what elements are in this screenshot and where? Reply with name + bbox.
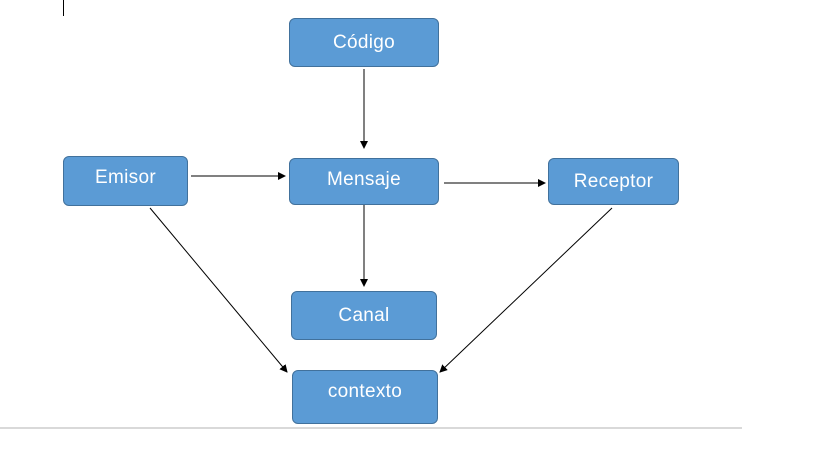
node-contexto: contexto xyxy=(292,370,438,424)
node-mensaje: Mensaje xyxy=(289,158,439,205)
node-emisor: Emisor xyxy=(63,156,188,206)
node-receptor: Receptor xyxy=(548,158,679,205)
node-canal: Canal xyxy=(291,291,437,340)
node-codigo: Código xyxy=(289,18,439,67)
page-bottom-divider xyxy=(0,427,742,429)
text-cursor xyxy=(63,0,64,16)
arrow-receptor-to-contexto xyxy=(439,207,613,373)
arrow-emisor-to-contexto xyxy=(149,207,288,373)
